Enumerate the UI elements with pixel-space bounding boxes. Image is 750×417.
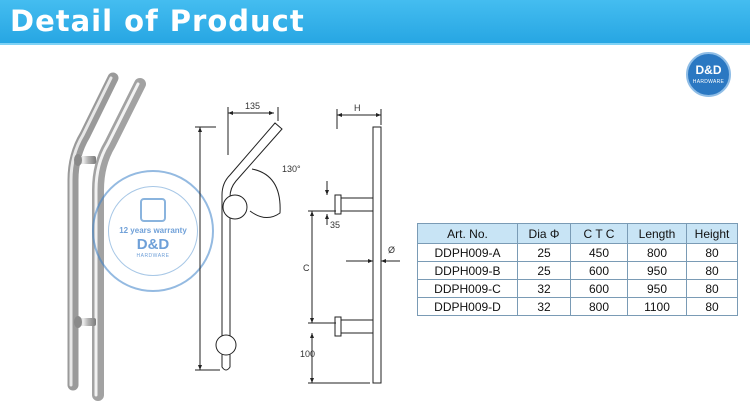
col-ctc: C T C	[570, 223, 628, 244]
front-view-handle	[221, 122, 283, 371]
table-row: DDPH009-B 25 600 950 80	[417, 261, 738, 280]
cell-dia: 32	[517, 297, 571, 316]
cell-ctc: 600	[570, 279, 628, 298]
diameter-label: Ø	[388, 245, 395, 255]
table-row: DDPH009-C 32 600 950 80	[417, 279, 738, 298]
cell-art-no: DDPH009-B	[417, 261, 518, 280]
front-handle-bar	[92, 78, 146, 401]
product-photo	[67, 72, 146, 401]
cell-dia: 32	[517, 279, 571, 298]
upper-base-disc	[222, 194, 248, 220]
watermark-subtitle: HARDWARE	[136, 253, 170, 259]
dimension-100-label: 100	[300, 349, 315, 359]
col-art-no: Art. No.	[417, 223, 518, 244]
side-view-upper-post	[337, 197, 374, 212]
rear-handle-highlight	[69, 76, 113, 387]
angle-arc	[249, 168, 281, 218]
cell-height: 80	[686, 279, 738, 298]
side-view-lower-post	[337, 319, 374, 334]
front-handle-highlight	[94, 82, 140, 397]
cell-art-no: DDPH009-D	[417, 297, 518, 316]
cell-height: 80	[686, 243, 738, 262]
cell-ctc: 600	[570, 261, 628, 280]
dimension-135-label: 135	[245, 101, 260, 111]
logo-brand-text: D&D	[695, 63, 722, 77]
offset-35-label: 35	[330, 220, 340, 230]
angle-label: 130°	[282, 164, 301, 174]
header-banner: Detail of Product	[0, 0, 750, 43]
side-height-label: H	[354, 103, 361, 113]
technical-drawing: 135 130° H 35 C Ø 100	[195, 101, 400, 384]
warranty-watermark: 12 years warranty D&D HARDWARE	[92, 170, 214, 292]
col-dia: Dia Φ	[517, 223, 571, 244]
header-divider	[0, 43, 750, 45]
brand-logo: D&D HARDWARE	[686, 52, 731, 97]
specification-table: Art. No. Dia Φ C T C Length Height DDPH0…	[417, 223, 738, 316]
col-length: Length	[627, 223, 687, 244]
watermark-warranty: 12 years warranty	[119, 226, 187, 235]
cell-length: 950	[627, 279, 687, 298]
cell-height: 80	[686, 261, 738, 280]
center-to-center-label: C	[303, 263, 310, 273]
side-view-bar	[372, 126, 382, 384]
table-header-row: Art. No. Dia Φ C T C Length Height	[417, 223, 738, 244]
cell-length: 950	[627, 261, 687, 280]
logo-subtitle-text: HARDWARE	[692, 79, 725, 85]
shield-icon	[140, 198, 166, 222]
cell-length: 800	[627, 243, 687, 262]
side-view-upper-cap	[334, 194, 342, 215]
table-row: DDPH009-D 32 800 1100 80	[417, 297, 738, 316]
cell-dia: 25	[517, 243, 571, 262]
page-title: Detail of Product	[10, 4, 305, 38]
cell-ctc: 450	[570, 243, 628, 262]
cell-length: 1100	[627, 297, 687, 316]
table-row: DDPH009-A 25 450 800 80	[417, 243, 738, 262]
cell-art-no: DDPH009-A	[417, 243, 518, 262]
watermark-brand: D&D	[136, 236, 170, 253]
col-height: Height	[686, 223, 738, 244]
side-view-lower-cap	[334, 316, 342, 337]
lower-base-disc	[215, 334, 237, 356]
cell-height: 80	[686, 297, 738, 316]
cell-ctc: 800	[570, 297, 628, 316]
cell-dia: 25	[517, 261, 571, 280]
cell-art-no: DDPH009-C	[417, 279, 518, 298]
